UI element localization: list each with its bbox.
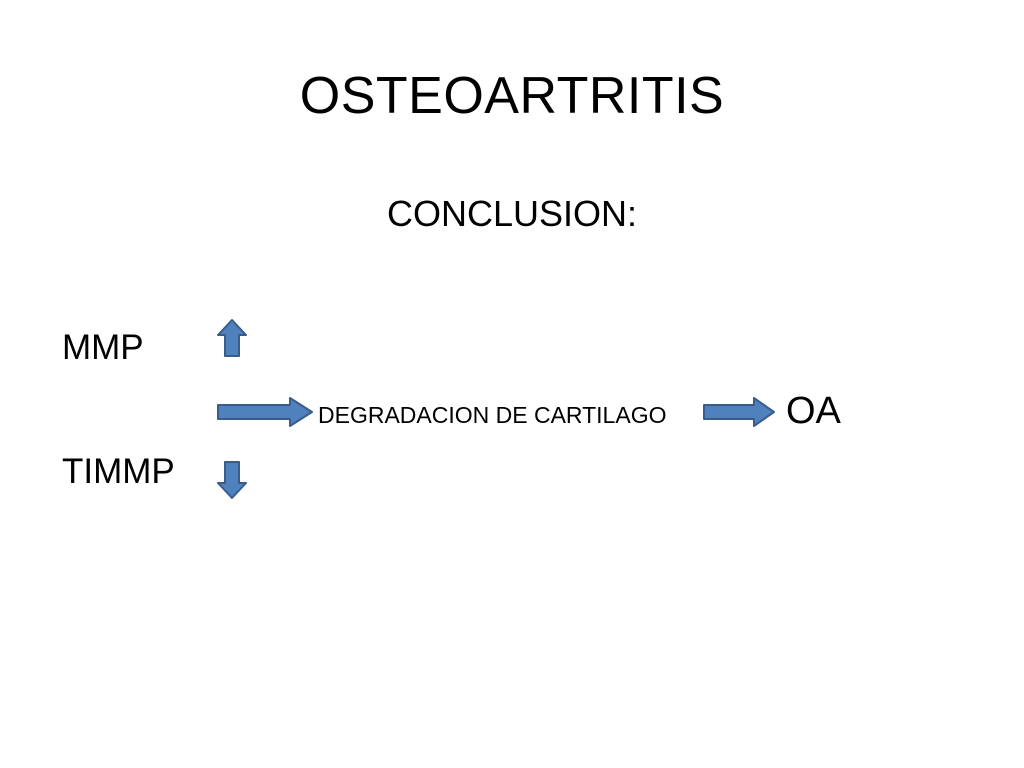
right-arrow-icon [217, 397, 313, 427]
slide-title: OSTEOARTRITIS [299, 67, 725, 125]
up-arrow-icon [217, 319, 247, 357]
down-arrow-icon [217, 461, 247, 499]
right-arrow-icon [703, 397, 775, 427]
slide-subtitle: CONCLUSION: [386, 193, 638, 234]
factor-mmp-label: MMP [62, 328, 144, 367]
factor-timmp-label: TIMMP [62, 452, 175, 491]
result-label: OA [786, 390, 841, 432]
process-label: DEGRADACION DE CARTILAGO [318, 402, 667, 428]
